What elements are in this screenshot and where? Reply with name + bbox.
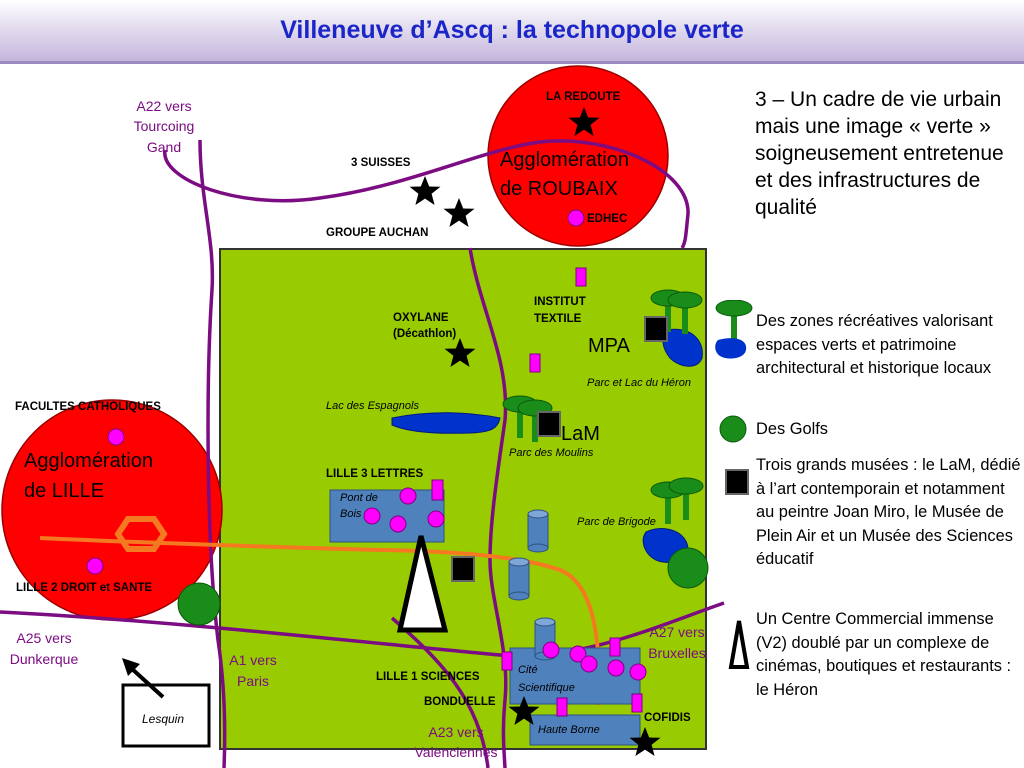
lesquin-box (121, 683, 211, 748)
tramway-line (39, 536, 601, 706)
tree-lake-icon (715, 300, 753, 359)
label-lesquin: Lesquin (142, 712, 184, 726)
label-bonduelle: BONDUELLE (424, 696, 496, 708)
lake-espagnols-shape (391, 412, 501, 434)
golf-lille-icon (177, 582, 221, 626)
label-facultes: FACULTES CATHOLIQUES (15, 401, 161, 413)
label-parc-brigode: Parc de Brigode (577, 516, 656, 528)
university-markers (86, 209, 647, 717)
lake-heron-shape (662, 328, 703, 367)
golf-brigode-icon (667, 547, 709, 589)
roubaix-agglomeration (487, 65, 669, 247)
museum-icon (725, 469, 749, 495)
label-mpa: MPA (588, 335, 631, 357)
campus-haute-borne (529, 714, 641, 746)
label-haute-borne: Haute Borne (538, 724, 600, 736)
label-parc-heron: Parc et Lac du Héron (587, 377, 691, 389)
lille-hexagon-icon (114, 516, 168, 552)
label-lille1: LILLE 1 SCIENCES (376, 671, 480, 683)
label-3-suisses: 3 SUISSES (351, 157, 411, 169)
legend-item-recreation: Des zones récréatives valorisant espaces… (756, 312, 993, 377)
ring-road (163, 139, 690, 249)
legend-item-golfs: Des Golfs (756, 420, 828, 438)
label-edhec: EDHEC (587, 213, 627, 225)
label-cofidis: COFIDIS (644, 712, 691, 724)
golf-icon (719, 415, 747, 443)
road-network (0, 139, 725, 768)
page-title: Villeneuve d’Ascq : la technopole verte (280, 16, 744, 44)
campus-pont-de-bois (329, 489, 445, 543)
label-groupe-auchan: GROUPE AUCHAN (326, 227, 428, 239)
legend-item-museums: Trois grands musées : le LaM, dédié à l’… (756, 456, 1021, 568)
shopping-center-icon (728, 620, 750, 669)
lesquin-arrow-shaft (129, 666, 165, 699)
road-a25-a27 (0, 601, 725, 658)
museum-markers (451, 316, 668, 582)
label-parc-moulins: Parc des Moulins (509, 447, 594, 459)
title-bar: Villeneuve d’Ascq : la technopole verte (0, 0, 1024, 64)
legend-heading: 3 – Un cadre de vie urbain mais une imag… (755, 88, 1004, 219)
road-central (468, 247, 508, 768)
label-lam: LaM (561, 423, 600, 445)
road-a23 (390, 616, 490, 768)
label-lille2: LILLE 2 DROIT et SANTE (16, 582, 152, 594)
label-lille3: LILLE 3 LETTRES (326, 468, 423, 480)
label-la-redoute: LA REDOUTE (546, 91, 621, 103)
road-a1 (198, 139, 227, 768)
legend-item-shopping: Un Centre Commercial immense (V2) doublé… (756, 610, 1012, 699)
lesquin-arrow-head (122, 658, 140, 676)
shopping-center-v2-icon (396, 535, 449, 633)
label-oxylane: OXYLANE(Décathlon) (393, 312, 456, 340)
label-lac-espagnols: Lac des Espagnols (326, 400, 419, 412)
